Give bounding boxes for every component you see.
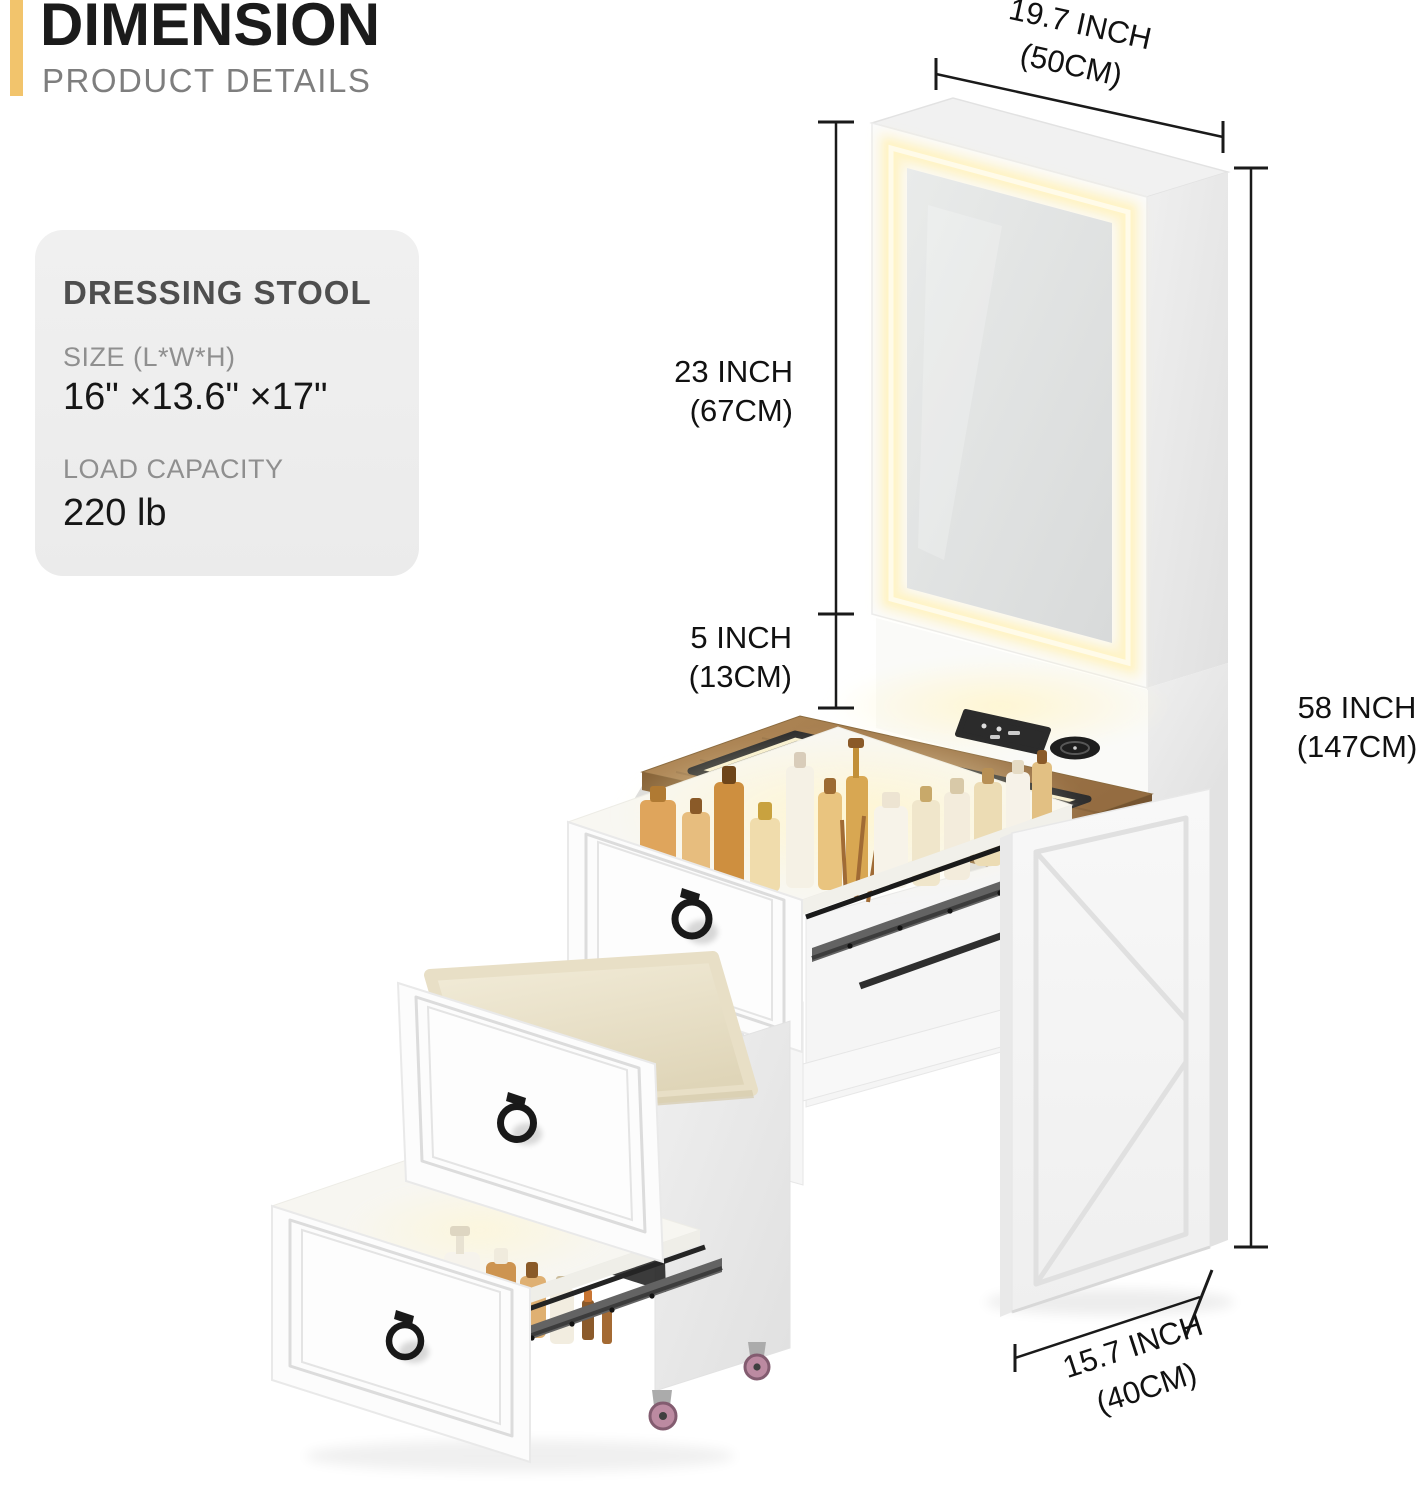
mirror-cabinet [869,97,1231,689]
barn-door-grooves [1033,815,1189,1287]
dim-label: 58 INCH [1298,690,1417,725]
wireless-charger-pad [1050,736,1100,760]
size-value: 16" ×13.6" ×17" [63,376,328,418]
caster-wheels [648,1342,771,1431]
dim-label: 5 INCH [690,620,792,655]
spec-card-title: DRESSING STOOL [63,274,372,311]
side-cabinet [985,782,1235,1317]
dim-label: (13CM) [689,659,792,694]
dim-label: (147CM) [1297,729,1418,764]
load-capacity-label: LOAD CAPACITY [63,454,284,484]
accent-bar [10,0,23,96]
led-mirror [879,132,1140,679]
dressing-stool [270,951,791,1472]
dim-total-height: 58 INCH (147CM) [1234,166,1418,1249]
ring-pull-handle-stool-bottom [385,1310,429,1363]
dim-mirror-height: 23 INCH (67CM) 5 INCH (13CM) [674,120,854,710]
load-capacity-value: 220 lb [63,492,167,534]
stool-drawer-open [270,1147,723,1464]
dim-label: 23 INCH [674,354,793,389]
ring-pull-handle-stool-top [497,1092,542,1145]
size-label: SIZE (L*W*H) [63,342,236,372]
page-subtitle: PRODUCT DETAILS [42,62,372,99]
stool-spec-card: DRESSING STOOL SIZE (L*W*H) 16" ×13.6" ×… [35,230,419,576]
dim-label: (67CM) [690,393,793,428]
page-title: DIMENSION [40,0,381,58]
ring-pull-handle-desk [671,888,718,944]
